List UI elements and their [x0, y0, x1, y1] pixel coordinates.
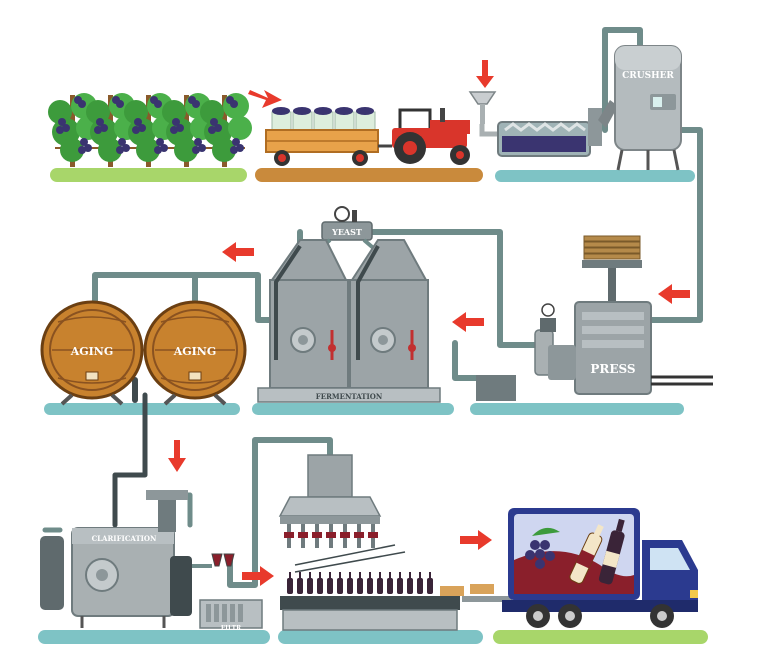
clarification-tank-icon	[40, 490, 263, 629]
crusher-icon	[468, 45, 682, 171]
delivery-truck-icon	[502, 508, 698, 628]
stage-labels: CRUSHER YEAST FERMENTATION PRESS AGING A…	[70, 71, 675, 632]
press-label: PRESS	[590, 362, 635, 376]
aging-label-right: AGING	[173, 345, 217, 358]
barrel-icon	[40, 300, 247, 406]
filter-label: FILTR	[221, 625, 242, 632]
crusher-label: CRUSHER	[622, 71, 674, 81]
ground-strips	[38, 168, 708, 644]
vineyard-icon	[48, 93, 252, 167]
flow-arrow-icon	[168, 60, 690, 586]
yeast-label: YEAST	[331, 227, 362, 237]
press-icon	[476, 235, 713, 401]
fermentation-label: FERMENTATION	[316, 392, 383, 401]
aging-label-left: AGING	[70, 345, 114, 358]
clarification-label: CLARIFICATION	[92, 534, 157, 543]
bottling-machine-icon	[278, 454, 512, 631]
tractor-icon	[265, 107, 470, 166]
fermentation-tank-icon	[257, 206, 441, 403]
